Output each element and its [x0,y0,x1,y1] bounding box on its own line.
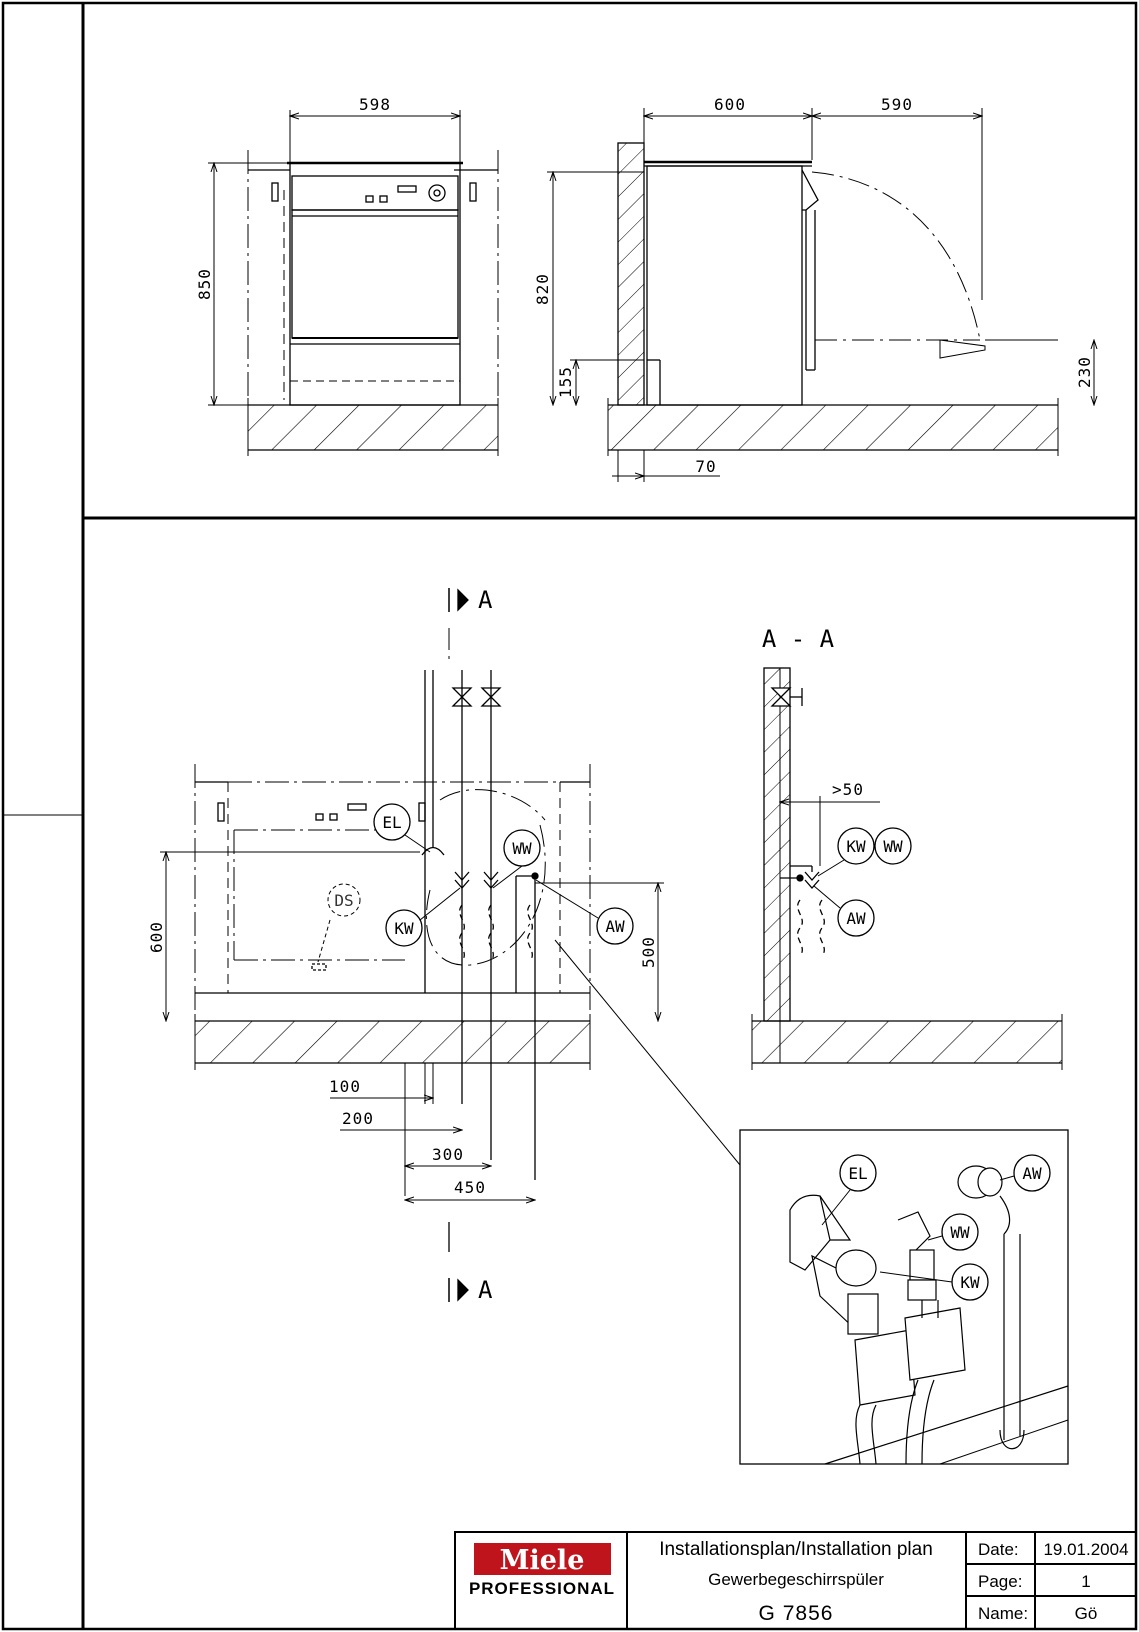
offset-200-label: 200 [342,1109,374,1128]
section-view-callouts: A - A KW WW AW [762,625,912,937]
title-block: Miele PROFESSIONAL Installationsplan/Ins… [454,1531,1137,1630]
date-label: Date: [978,1540,1019,1559]
ww-label: WW [512,839,532,858]
offset-100-label: 100 [329,1077,361,1096]
side-wall-gap-label: 70 [695,457,716,476]
ds-label: DS [334,891,353,910]
date-value: 19.01.2004 [1043,1540,1128,1559]
side-depth-label: 600 [714,95,746,114]
side-door-lower-label: 230 [1075,356,1094,388]
side-view [607,142,1059,456]
detail-kw-label: KW [960,1273,980,1292]
section-kw-label: KW [846,837,866,856]
page-label: Page: [978,1572,1022,1591]
front-view [247,150,499,456]
detail-ww-label: WW [950,1223,970,1242]
el-label: EL [382,813,401,832]
name-label: Name: [978,1604,1028,1623]
page-value: 1 [1081,1572,1090,1591]
model-number: G 7856 [759,1602,834,1625]
section-ww-label: WW [883,837,903,856]
section-marker-bottom: A [478,1276,493,1304]
brand-logo-box [474,1543,611,1575]
section-view [751,667,1063,1070]
section-aw-label: AW [846,909,866,928]
offset-450-label: 450 [454,1178,486,1197]
plan-title: Installationsplan/Installation plan [659,1539,933,1560]
front-view-dimensions: 598 850 [195,95,460,405]
side-view-dimensions: 600 590 820 155 230 70 [533,95,1094,482]
side-door-open-label: 590 [881,95,913,114]
section-marker-top: A [478,586,493,614]
plan-view-dimensions: 600 500 100 200 300 450 [147,852,664,1200]
plan-subtitle: Gewerbegeschirrspüler [708,1570,884,1589]
plan-connection-height-label: 500 [639,936,658,968]
detail-aw-label: AW [1022,1164,1042,1183]
detail-view: EL AW WW KW [739,1129,1069,1465]
side-plinth-label: 155 [556,366,575,398]
front-height-label: 850 [195,268,214,300]
brand-subtitle: PROFESSIONAL [469,1579,615,1598]
offset-300-label: 300 [432,1145,464,1164]
section-view-dimensions: >50 [780,780,880,866]
section-title: A - A [762,625,835,653]
side-height-label: 820 [533,273,552,305]
min-distance-label: >50 [832,780,864,799]
kw-label: KW [394,919,414,938]
brand-logo: Miele [500,1545,585,1576]
aw-label: AW [605,917,625,936]
detail-el-label: EL [848,1164,867,1183]
plan-depth-label: 600 [147,921,166,953]
plan-view-callouts: A A EL WW KW AW DS [327,586,634,1304]
plan-view [194,588,741,1302]
front-width-label: 598 [359,95,391,114]
name-value: Gö [1075,1604,1098,1623]
